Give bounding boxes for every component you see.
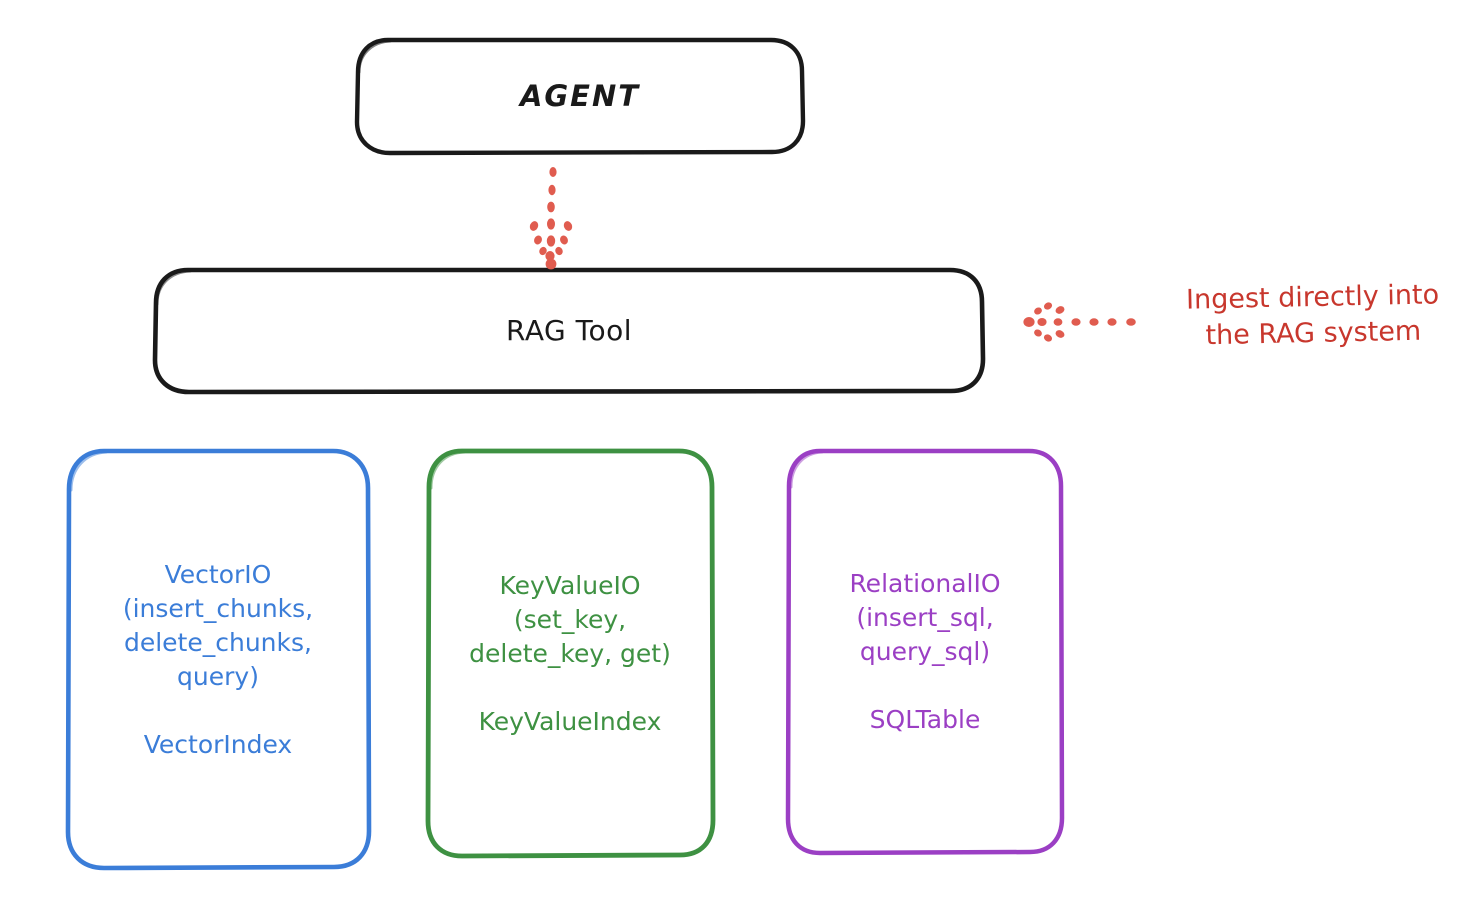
keyvalueio-box-outline	[425, 448, 716, 859]
agent-to-rag-arrow	[529, 167, 573, 270]
vectorio-label: VectorIO (insert_chunks, delete_chunks, …	[122, 559, 314, 759]
rag-tool-node[interactable]: RAG Tool	[153, 268, 985, 394]
keyvalueio-node[interactable]: KeyValueIO (set_key, delete_key, get) Ke…	[426, 449, 714, 858]
relationalio-label: RelationalIO (insert_sql, query_sql) SQL…	[849, 568, 1001, 734]
rag-tool-box-outline	[152, 267, 986, 395]
ingest-annotation-text: Ingest directly into the RAG system	[1185, 279, 1440, 352]
agent-label: AGENT	[519, 79, 641, 114]
keyvalueio-label: KeyValueIO (set_key, delete_key, get) Ke…	[469, 570, 671, 736]
relationalio-box-outline	[785, 448, 1065, 856]
agent-box-outline	[354, 37, 806, 156]
relationalio-node[interactable]: RelationalIO (insert_sql, query_sql) SQL…	[786, 449, 1064, 854]
vectorio-box-outline	[65, 448, 372, 871]
vectorio-node[interactable]: VectorIO (insert_chunks, delete_chunks, …	[66, 449, 370, 870]
ingest-arrow	[1023, 302, 1136, 342]
agent-node[interactable]: AGENT	[356, 38, 804, 156]
rag-tool-label: RAG Tool	[506, 314, 632, 348]
